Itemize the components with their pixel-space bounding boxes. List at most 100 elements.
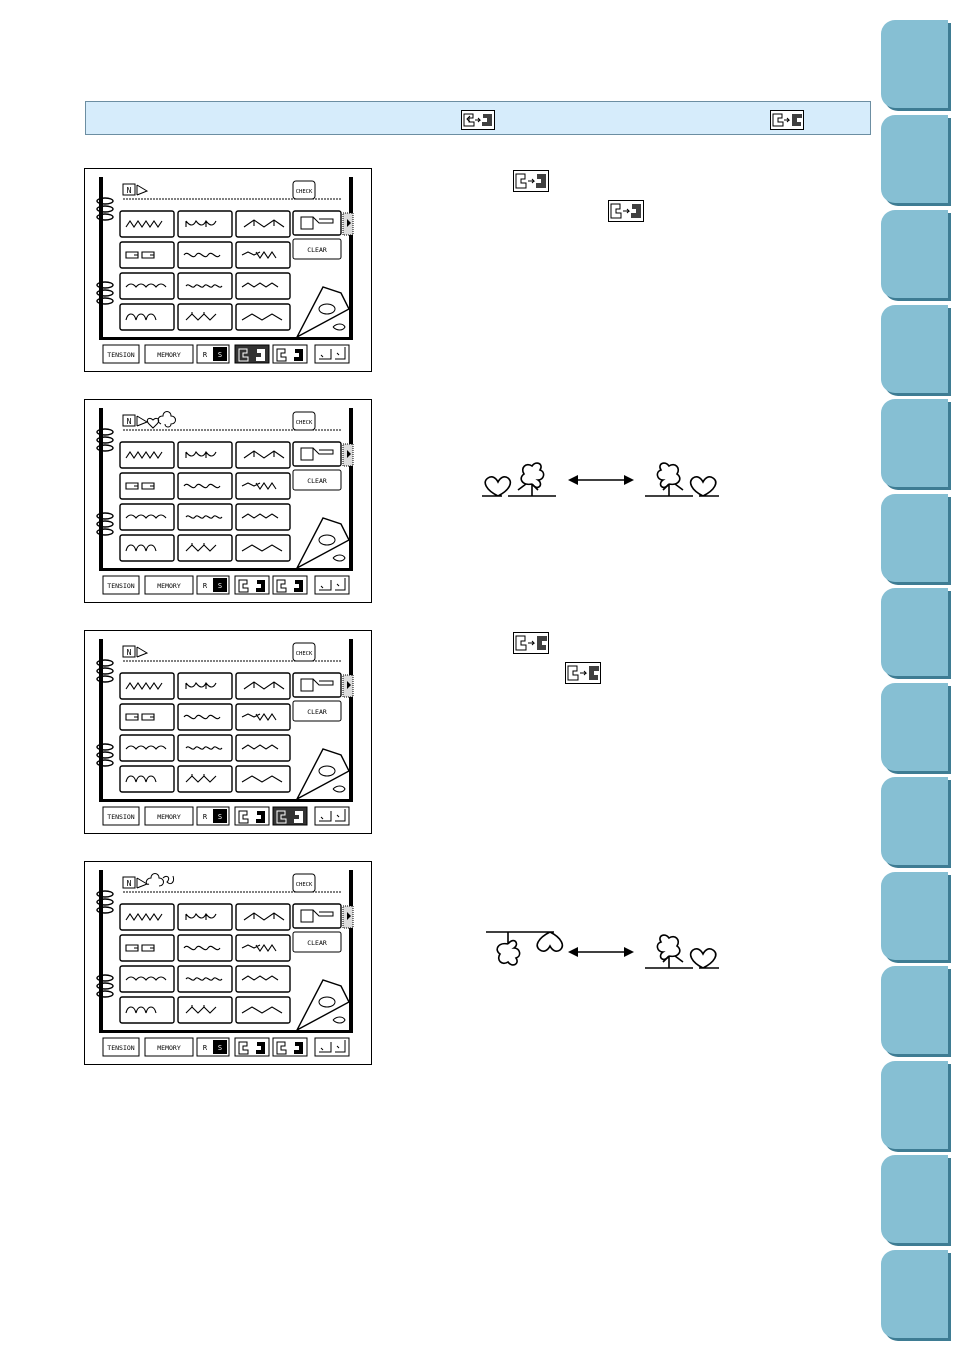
tension-button[interactable]: TENSION <box>102 575 140 595</box>
page-turn-icon[interactable] <box>295 286 350 339</box>
side-tab-2[interactable] <box>881 115 948 203</box>
clear-button[interactable]: CLEAR <box>292 700 342 722</box>
horizontal-mirror-button[interactable] <box>234 1037 270 1057</box>
stitch-pattern-button[interactable] <box>177 441 233 469</box>
pattern-book-button[interactable] <box>292 672 342 698</box>
scroll-right-icon[interactable] <box>347 681 351 689</box>
clear-button[interactable]: CLEAR <box>292 238 342 260</box>
stitch-size-button[interactable] <box>314 1037 350 1057</box>
side-tab-14[interactable] <box>881 1250 948 1338</box>
memory-button[interactable]: MEMORY <box>144 1037 194 1057</box>
clear-button[interactable]: CLEAR <box>292 931 342 953</box>
stitch-pattern-button[interactable] <box>119 503 175 531</box>
stitch-pattern-button[interactable] <box>235 903 291 931</box>
tension-button[interactable]: TENSION <box>102 344 140 364</box>
horizontal-mirror-button[interactable] <box>234 344 270 364</box>
stitch-pattern-button[interactable] <box>119 996 175 1024</box>
tension-button[interactable]: TENSION <box>102 1037 140 1057</box>
stitch-pattern-button[interactable] <box>119 272 175 300</box>
memory-button[interactable]: MEMORY <box>144 344 194 364</box>
stitch-pattern-button[interactable] <box>119 303 175 331</box>
stitch-pattern-button[interactable] <box>235 241 291 269</box>
side-tab-5[interactable] <box>881 399 948 487</box>
check-button[interactable]: CHECK <box>292 180 316 200</box>
horizontal-mirror-button[interactable] <box>234 806 270 826</box>
side-tab-13[interactable] <box>881 1155 948 1243</box>
pattern-book-button[interactable] <box>292 903 342 929</box>
page-turn-icon[interactable] <box>295 748 350 801</box>
stitch-pattern-button[interactable] <box>119 765 175 793</box>
page-turn-icon[interactable] <box>295 979 350 1032</box>
check-button[interactable]: CHECK <box>292 873 316 893</box>
memory-button[interactable]: MEMORY <box>144 575 194 595</box>
stitch-pattern-button[interactable] <box>177 703 233 731</box>
stitch-size-button[interactable] <box>314 806 350 826</box>
clear-button[interactable]: CLEAR <box>292 469 342 491</box>
stitch-pattern-button[interactable] <box>177 903 233 931</box>
stitch-pattern-button[interactable] <box>177 503 233 531</box>
stitch-pattern-button[interactable] <box>235 672 291 700</box>
vertical-mirror-button[interactable] <box>272 1037 308 1057</box>
stitch-pattern-button[interactable] <box>119 934 175 962</box>
stitch-pattern-button[interactable] <box>177 765 233 793</box>
vertical-mirror-button[interactable] <box>272 575 308 595</box>
stitch-pattern-button[interactable] <box>235 210 291 238</box>
side-tab-12[interactable] <box>881 1061 948 1149</box>
stitch-pattern-button[interactable] <box>177 934 233 962</box>
stitch-pattern-button[interactable] <box>119 241 175 269</box>
page-turn-icon[interactable] <box>295 517 350 570</box>
side-tab-3[interactable] <box>881 210 948 298</box>
stitch-pattern-button[interactable] <box>177 996 233 1024</box>
stitch-pattern-button[interactable] <box>177 672 233 700</box>
stitch-pattern-button[interactable] <box>235 934 291 962</box>
stitch-pattern-button[interactable] <box>235 965 291 993</box>
stitch-pattern-button[interactable] <box>235 534 291 562</box>
vertical-mirror-button[interactable] <box>272 344 308 364</box>
memory-button[interactable]: MEMORY <box>144 806 194 826</box>
stitch-size-button[interactable] <box>314 344 350 364</box>
vertical-mirror-button[interactable] <box>272 806 308 826</box>
stitch-pattern-button[interactable] <box>177 272 233 300</box>
stitch-pattern-button[interactable] <box>235 272 291 300</box>
side-tab-11[interactable] <box>881 966 948 1054</box>
side-tab-4[interactable] <box>881 305 948 393</box>
side-tab-9[interactable] <box>881 777 948 865</box>
stitch-pattern-button[interactable] <box>119 965 175 993</box>
stitch-pattern-button[interactable] <box>177 965 233 993</box>
side-tab-8[interactable] <box>881 683 948 771</box>
side-tab-1[interactable] <box>881 20 948 108</box>
side-tab-10[interactable] <box>881 872 948 960</box>
stitch-pattern-button[interactable] <box>235 303 291 331</box>
side-tab-7[interactable] <box>881 588 948 676</box>
stitch-pattern-button[interactable] <box>177 534 233 562</box>
stitch-pattern-button[interactable] <box>177 472 233 500</box>
stitch-pattern-button[interactable] <box>235 765 291 793</box>
stitch-pattern-button[interactable] <box>119 734 175 762</box>
pattern-book-button[interactable] <box>292 441 342 467</box>
stitch-pattern-button[interactable] <box>235 472 291 500</box>
tension-button[interactable]: TENSION <box>102 806 140 826</box>
check-button[interactable]: CHECK <box>292 411 316 431</box>
stitch-pattern-button[interactable] <box>119 210 175 238</box>
stitch-pattern-button[interactable] <box>235 703 291 731</box>
stitch-pattern-button[interactable] <box>177 210 233 238</box>
stitch-pattern-button[interactable] <box>177 241 233 269</box>
stitch-pattern-button[interactable] <box>119 472 175 500</box>
stitch-pattern-button[interactable] <box>235 734 291 762</box>
scroll-right-icon[interactable] <box>347 219 351 227</box>
stitch-pattern-button[interactable] <box>119 672 175 700</box>
stitch-pattern-button[interactable] <box>119 903 175 931</box>
stitch-pattern-button[interactable] <box>235 441 291 469</box>
stitch-pattern-button[interactable] <box>119 534 175 562</box>
stitch-pattern-button[interactable] <box>235 996 291 1024</box>
scroll-right-icon[interactable] <box>347 450 351 458</box>
horizontal-mirror-button[interactable] <box>234 575 270 595</box>
stitch-pattern-button[interactable] <box>177 734 233 762</box>
check-button[interactable]: CHECK <box>292 642 316 662</box>
stitch-pattern-button[interactable] <box>177 303 233 331</box>
stitch-pattern-button[interactable] <box>119 703 175 731</box>
